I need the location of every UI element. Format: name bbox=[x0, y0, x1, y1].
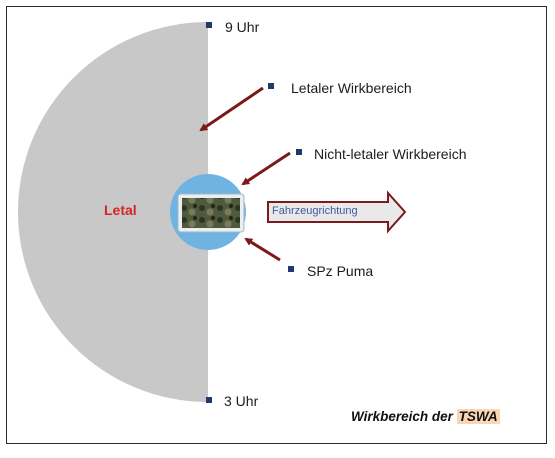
marker-nonlethal bbox=[296, 149, 302, 155]
figure-frame bbox=[6, 6, 547, 444]
label-nonlethal-zone: Nicht-letaler Wirkbereich bbox=[314, 146, 467, 162]
marker-3-uhr bbox=[206, 397, 212, 403]
vehicle-pointer-arrow bbox=[244, 237, 281, 262]
label-9-uhr: 9 Uhr bbox=[225, 19, 260, 35]
lethal-pointer-arrow bbox=[199, 86, 264, 132]
vehicle-icon bbox=[177, 193, 245, 233]
figure-caption: Wirkbereich der TSWA bbox=[351, 409, 500, 424]
nonlethal-pointer-arrow bbox=[241, 151, 291, 186]
marker-lethal bbox=[268, 83, 274, 89]
label-fahrzeugrichtung: Fahrzeugrichtung bbox=[272, 205, 358, 217]
label-spz-puma: SPz Puma bbox=[307, 263, 374, 279]
lethal-zone-half-circle bbox=[18, 22, 208, 402]
direction-arrow bbox=[267, 190, 407, 234]
label-lethal-zone: Letaler Wirkbereich bbox=[291, 80, 412, 96]
label-letal: Letal bbox=[104, 202, 137, 218]
label-3-uhr: 3 Uhr bbox=[224, 393, 259, 409]
marker-spz-puma bbox=[288, 266, 294, 272]
caption-highlight: TSWA bbox=[456, 409, 500, 424]
caption-prefix: Wirkbereich der bbox=[351, 409, 457, 424]
marker-9-uhr bbox=[206, 22, 212, 28]
